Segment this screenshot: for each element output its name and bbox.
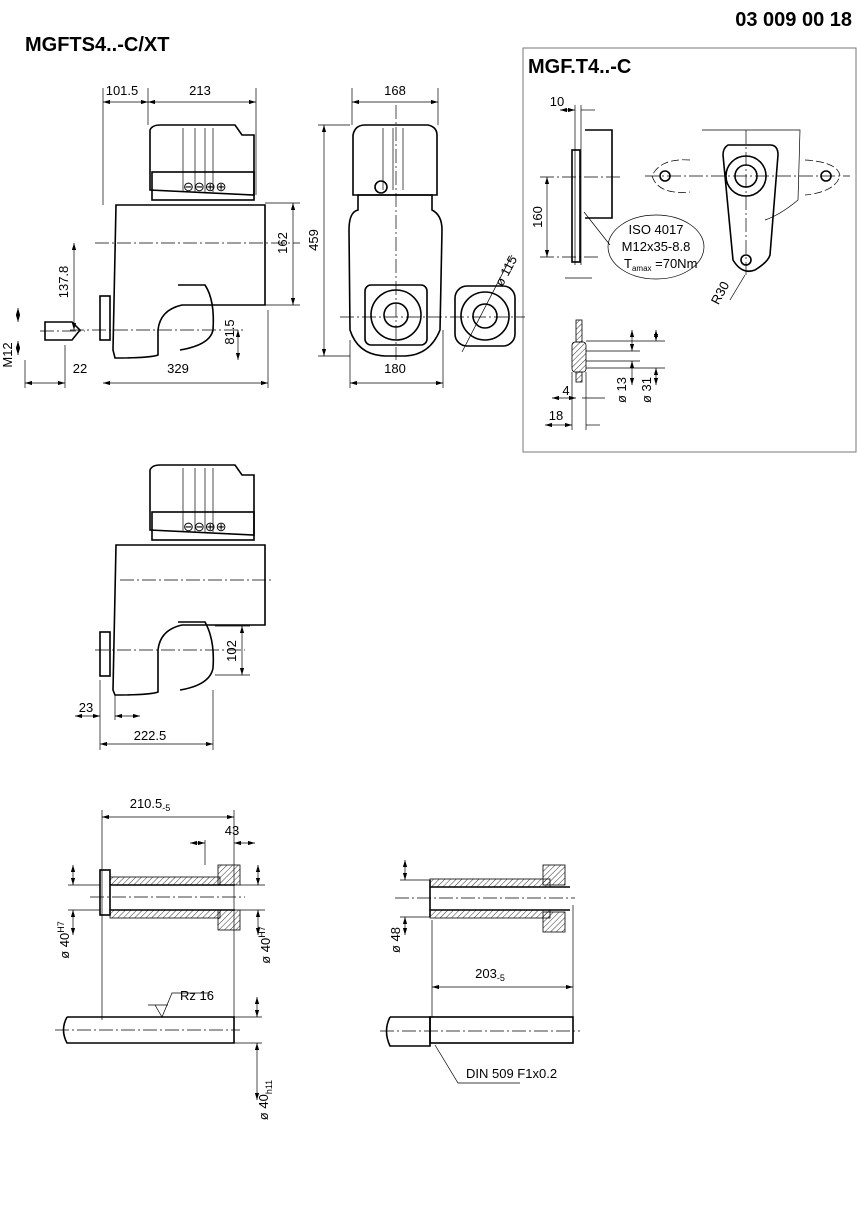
torque-arm-detail: 10 160 ISO 4017 M12x35-8.8 Tamax =70Nm R…	[530, 94, 850, 430]
terminal-symbols: ⊖⊖⊕⊕	[183, 179, 227, 194]
dim-210-5: 210.5-5	[130, 796, 171, 813]
dim-22: 22	[73, 361, 87, 376]
bolt-note-line2: M12x35-8.8	[622, 239, 691, 254]
dim-dia-115: ø 115	[492, 253, 520, 289]
dim-dia-31: ø 31	[639, 377, 654, 403]
dim-459: 459	[306, 229, 321, 251]
dim-23: 23	[79, 700, 93, 715]
bolt-note-line1: ISO 4017	[629, 222, 684, 237]
second-side-view: ⊖⊖⊕⊕ 102 23 222.5	[75, 464, 272, 750]
dim-10: 10	[550, 94, 564, 109]
dim-dia-13: ø 13	[614, 377, 629, 403]
dim-81-5: 81.5	[222, 319, 237, 344]
undercut-note: DIN 509 F1x0.2	[466, 1066, 557, 1081]
bolt-note-line3: Tamax =70Nm	[624, 256, 697, 273]
hollow-shaft-left: 210.5-5 43 ø 40H7 ø 40H7 Rz 16 ø 40h11	[55, 796, 274, 1120]
hollow-shaft-right: ø 48 203-5 DIN 509 F1x0.2	[380, 860, 580, 1084]
dim-137-8: 137.8	[56, 266, 71, 299]
dim-dia-48: ø 48	[388, 927, 403, 953]
dim-4: 4	[562, 383, 569, 398]
side-view: ⊖⊖⊕⊕ 101.5 213 162 459 137.8 81.5 M12 22…	[0, 83, 350, 388]
dim-43: 43	[225, 823, 239, 838]
dim-203: 203-5	[475, 966, 505, 983]
front-view: ø 115 168 180	[340, 83, 525, 388]
dim-162: 162	[275, 232, 290, 254]
dim-329: 329	[167, 361, 189, 376]
dim-bore-right: ø 40H7	[257, 926, 273, 964]
detail-box-title: MGF.T4..-C	[528, 56, 631, 78]
main-title: MGFTS4..-C/XT	[25, 34, 169, 56]
dim-160: 160	[530, 206, 545, 228]
dim-shaft-dia: ø 40h11	[256, 1080, 274, 1120]
dim-213: 213	[189, 83, 211, 98]
terminal-symbols-2: ⊖⊖⊕⊕	[183, 519, 227, 534]
dim-bore-left: ø 40H7	[56, 921, 72, 959]
dim-m12: M12	[0, 342, 15, 367]
dim-r30: R30	[708, 279, 732, 307]
drawing-number: 03 009 00 18	[735, 9, 852, 31]
detail-box: MGF.T4..-C	[522, 47, 857, 453]
dim-222-5: 222.5	[134, 728, 167, 743]
dim-101-5: 101.5	[106, 83, 139, 98]
dim-18: 18	[549, 408, 563, 423]
dim-168: 168	[384, 83, 406, 98]
roughness-rz16: Rz 16	[180, 988, 214, 1003]
dim-180: 180	[384, 361, 406, 376]
dim-102: 102	[224, 640, 239, 662]
